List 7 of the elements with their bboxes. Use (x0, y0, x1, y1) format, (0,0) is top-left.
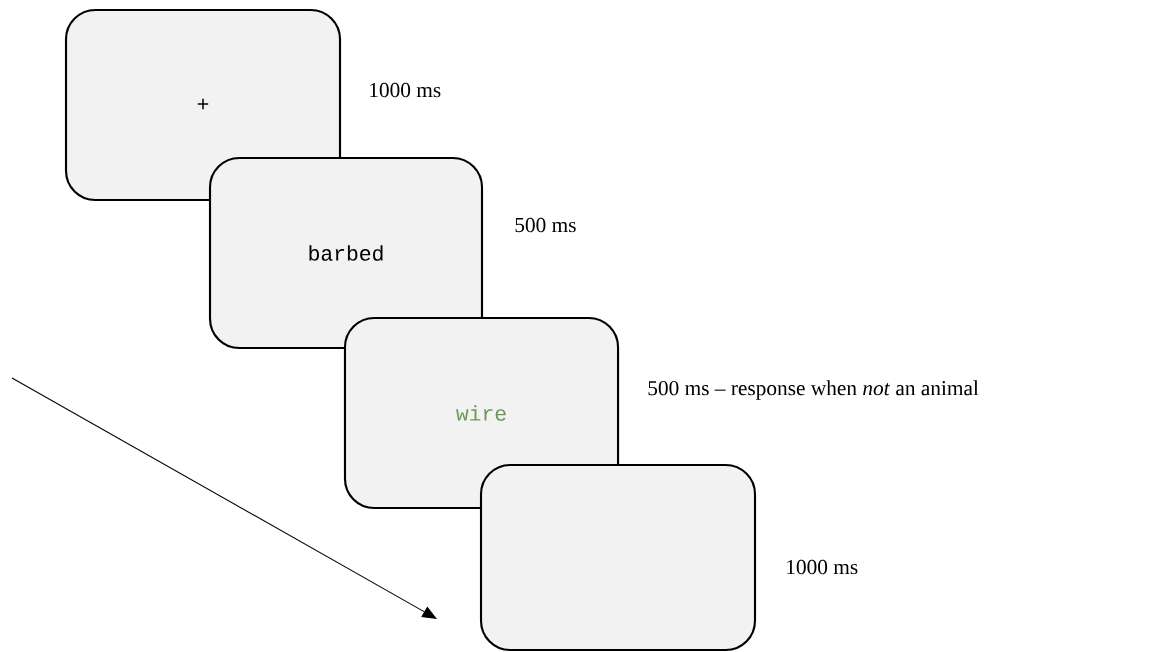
duration-label: 1000 ms (370, 82, 441, 98)
stimulus-screen: + (64, 8, 342, 202)
duration-label: 1000 ms (787, 559, 858, 575)
duration-label: 500 ms (515, 217, 576, 233)
blank-screen (479, 463, 757, 652)
stimulus-screen: barbed (208, 156, 484, 350)
duration-label: 500 ms – response when not an animal (648, 380, 979, 400)
